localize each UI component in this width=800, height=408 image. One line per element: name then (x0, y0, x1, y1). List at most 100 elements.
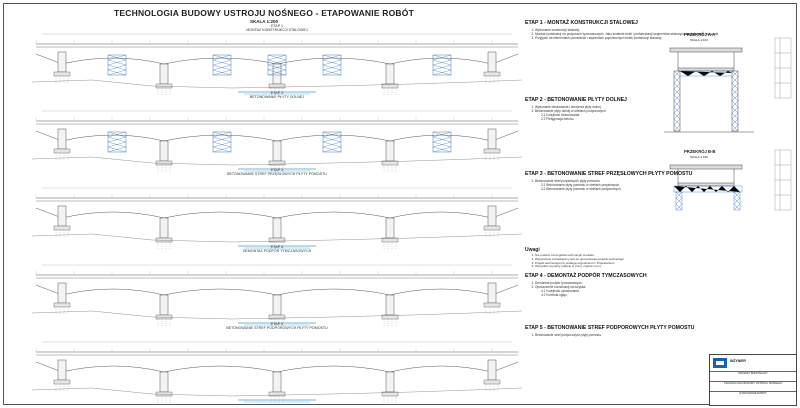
pier (272, 217, 282, 239)
pier-foundation (268, 160, 286, 166)
stage-items-4: Demontaż podpór tymczasowych. Opuszczeni… (525, 281, 755, 297)
girder-bottom-line (35, 207, 519, 219)
support-bracing (322, 141, 342, 148)
pier-foundation (268, 83, 286, 89)
abutment (57, 359, 67, 381)
section-a-drawing (664, 47, 754, 133)
stage-item: Wykonanie konstrukcji stalowej. (535, 28, 755, 32)
support-bracing (322, 54, 342, 61)
temporary-support (107, 131, 127, 153)
support-bracing (107, 131, 127, 138)
elevation-stage-1: ETAP 1 MONTAŻ KONSTRUKCJI STALOWEJ (32, 22, 522, 100)
girder-bottom-line (35, 130, 519, 142)
bridge-elevation-2 (32, 110, 522, 173)
girder-bottom-line (35, 284, 519, 296)
pier-foundation (483, 302, 501, 308)
stage-heading-1: ETAP 1 - MONTAŻ KONSTRUKCJI STALOWEJ (525, 20, 638, 26)
support-bracing (322, 64, 342, 71)
elevation-label-4a: ETAP 4 (270, 245, 284, 249)
note-item: Nie podano szczegółów technologii montaż… (535, 253, 795, 258)
drawing-scale: SKALA 1:200 (249, 19, 279, 24)
stage-item: 4.2 Kontrola ugięć. (541, 293, 568, 297)
abutment (57, 282, 67, 304)
temporary-support (322, 54, 342, 76)
temporary-support (107, 54, 127, 76)
abutment (487, 282, 497, 304)
section-b-legend (774, 149, 792, 211)
drawing-title: TECHNOLOGIA BUDOWY USTROJU NOŚNEGO - ETA… (114, 8, 414, 18)
ground-line (32, 387, 522, 397)
stage-item: 3.2 Betonowanie płyty pomostu w strefach… (541, 187, 622, 191)
legend-b-graphic (774, 149, 792, 211)
stage-description-4: ETAP 4 - DEMONTAŻ PODPÓR TYMCZASOWYCH De… (525, 273, 755, 297)
bridge-elevation-4 (32, 264, 522, 327)
support-bracing (107, 69, 127, 76)
pier (159, 140, 169, 162)
abutment (57, 51, 67, 73)
elevation-label-1b: MONTAŻ KONSTRUKCJI STALOWEJ (246, 28, 308, 32)
support-bracing (322, 69, 342, 76)
temporary-support (212, 131, 232, 153)
legend-a-graphic (774, 37, 792, 99)
stage-items-3: Betonowanie stref przęsłowych płyty pomo… (525, 179, 755, 191)
pier (159, 294, 169, 316)
support-bracing (267, 69, 287, 76)
bridge-elevation-1 (32, 33, 522, 96)
stage-item: Przyjęcie na elementach pośrednich i stę… (535, 36, 755, 40)
support-bracing (322, 136, 342, 143)
pier-foundation (53, 71, 71, 77)
abutment (487, 128, 497, 150)
support-bracing (432, 141, 452, 148)
ground-line (32, 233, 522, 243)
stage-heading-3: ETAP 3 - BETONOWANIE STREF PRZĘSŁOWYCH P… (525, 171, 693, 177)
notes-block: Uwagi Nie podano szczegółów technologii … (525, 247, 795, 269)
stage-heading-5: ETAP 5 - BETONOWANIE STREF PODPOROWYCH P… (525, 325, 695, 331)
cross-section-b: PRZEKRÓJ B-B SKALA 1:100 (664, 147, 774, 217)
pier-foundation (268, 391, 286, 397)
support-bracing (107, 146, 127, 153)
elevation-label-3b: BETONOWANIE STREF PRZĘSŁOWYCH PŁYTY POMO… (227, 172, 327, 176)
stage-item: Wykonanie deskowania i zbrojenia płyty d… (535, 105, 755, 109)
elevation-stage-3: ETAP 3 BETONOWANIE STREF PRZĘSŁOWYCH PŁY… (32, 168, 522, 254)
drawing-sheet: TECHNOLOGIA BUDOWY USTROJU NOŚNEGO - ETA… (3, 3, 797, 406)
elevation-stage-4: ETAP 4 DEMONTAŻ PODPÓR TYMCZASOWYCH (32, 245, 522, 331)
support-bracing (322, 59, 342, 66)
support-bracing (212, 146, 232, 153)
elevation-label-2b: BETONOWANIE PŁYTY DOLNEJ (249, 95, 305, 99)
support-bracing (107, 141, 127, 148)
section-b-drawing (669, 164, 743, 211)
temporary-support (212, 54, 232, 76)
support-bracing (212, 69, 232, 76)
pier-foundation (483, 379, 501, 385)
pier (385, 217, 395, 239)
notes-list: Nie podano szczegółów technologii montaż… (525, 253, 795, 269)
cross-section-a: PRZEKRÓJ A-A SKALA 1:100 (664, 32, 774, 142)
pier (385, 63, 395, 85)
elevation-label-5a: ETAP 5 (270, 322, 284, 326)
support-bracing (432, 131, 452, 138)
note-item: Wykonawca zobowiązany jest do opracowani… (535, 257, 795, 262)
support-bracing (322, 146, 342, 153)
ground-line (32, 79, 522, 89)
support-bracing (107, 64, 127, 71)
stage-items-1: Wykonanie konstrukcji stalowej. Montaż k… (525, 28, 755, 40)
temporary-support (267, 54, 287, 76)
elevation-label-1a: ETAP 1 (270, 24, 284, 28)
pier (272, 294, 282, 316)
elevation-label-2a: ETAP 2 (270, 91, 284, 95)
support-bracing (212, 54, 232, 61)
stage-heading-4: ETAP 4 - DEMONTAŻ PODPÓR TYMCZASOWYCH (525, 273, 647, 279)
bridge-elevation-3 (32, 187, 522, 250)
stage-item: 2.2 Pielęgnacja betonu. (541, 117, 575, 121)
girder-bottom-line (35, 361, 519, 373)
ground-line (32, 156, 522, 166)
pier-foundation (483, 148, 501, 154)
pier (159, 371, 169, 393)
pier-foundation (268, 237, 286, 243)
ground-line (32, 310, 522, 320)
abutment (57, 128, 67, 150)
elevation-label-5b: BETONOWANIE STREF PODPOROWYCH PŁYTY POMO… (226, 326, 328, 330)
stage-item: 4.1 Kolejność opuszczania. (541, 289, 580, 293)
support-bracing (212, 131, 232, 138)
support-bracing (107, 54, 127, 61)
